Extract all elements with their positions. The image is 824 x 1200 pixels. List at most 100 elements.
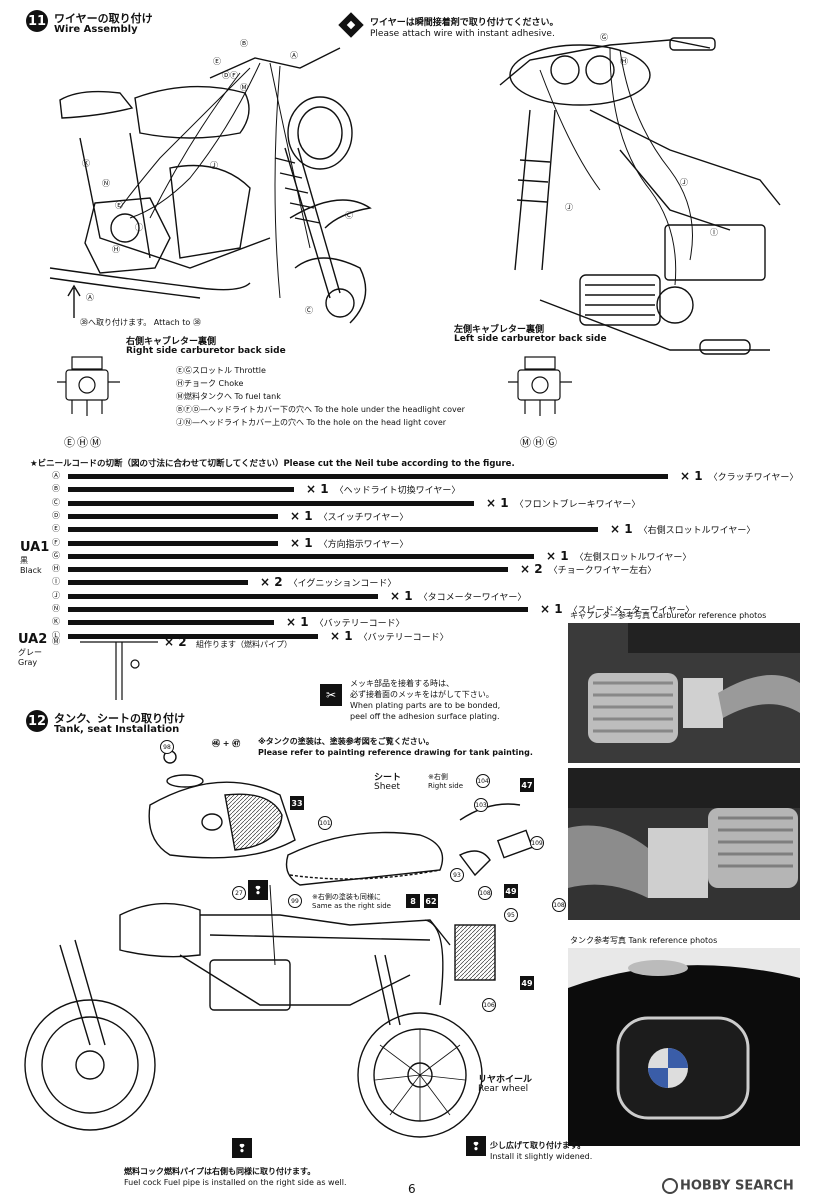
tube-row-desc: 〈クラッチワイヤー〉 — [708, 473, 799, 483]
tube-header: ★ビニールコードの切断（図の寸法に合わせて切断してください）Please cut… — [30, 459, 515, 469]
svg-text:Ⓐ: Ⓐ — [86, 293, 94, 302]
tube-row-count: × 1 — [546, 549, 569, 563]
svg-text:Ⓑ: Ⓑ — [240, 39, 248, 48]
tube-row-desc: 〈スイッチワイヤー〉 — [318, 513, 409, 523]
left-carb-letters: ⓂⒽⒼ — [520, 436, 559, 449]
adhesive-note-jp: ワイヤーは瞬間接着剤で取り付けてください。 — [370, 18, 559, 28]
ua2-count: × 2 — [164, 635, 187, 649]
tube-cut-bar — [68, 554, 534, 559]
right-side-jp: ※右側 — [428, 773, 448, 781]
part-49-b: 49 — [520, 976, 534, 990]
parts-96-97: ㊻ + ㊼ — [212, 739, 241, 748]
right-side-en: Right side — [428, 782, 463, 790]
plating-jp-2: 必ず接着面のメッキをはがして下さい。 — [350, 690, 494, 699]
ua1-color-jp: 黒 — [20, 556, 28, 565]
legend-item: ⒿⓃ—ヘッドライトカバー上の穴へ To the hole on the head… — [176, 418, 447, 427]
plating-en-1: When plating parts are to be bonded, — [350, 701, 501, 710]
tube-row-count: × 1 — [680, 469, 703, 483]
left-carb-title-en: Left side carburetor back side — [454, 334, 607, 344]
tube-row-letter: Ⓒ — [52, 498, 60, 507]
step-11-title-en: Wire Assembly — [54, 24, 138, 35]
tube-row-letter: Ⓙ — [52, 591, 60, 600]
seat-label-jp: シート — [374, 773, 402, 783]
part-106: 106 — [482, 998, 496, 1012]
svg-text:Ⓗ: Ⓗ — [112, 245, 120, 254]
tube-row-desc: 〈タコメーターワイヤー〉 — [418, 593, 527, 603]
right-carb-title-en: Right side carburetor back side — [126, 346, 286, 356]
step-11-number: 11 — [26, 10, 48, 32]
tube-row-letter: Ⓑ — [52, 484, 60, 493]
attach-note: ㊳へ取り付けます。 Attach to ㊳ — [80, 318, 201, 327]
svg-text:Ⓜ: Ⓜ — [240, 83, 248, 92]
part-95: 95 — [504, 908, 518, 922]
rear-wheel-en: Rear wheel — [478, 1084, 529, 1094]
cement-icon-widen: ❢ — [466, 1136, 486, 1156]
tube-row-count: × 1 — [390, 589, 413, 603]
widen-note-jp: 少し広げて取り付けます。 — [490, 1141, 586, 1150]
tube-row-desc: 〈チョークワイヤー左右〉 — [548, 566, 657, 576]
watermark-icon — [662, 1178, 678, 1194]
tube-row-desc: 〈バッテリーコード〉 — [314, 619, 405, 629]
widen-note-en: Install it slightly widened. — [490, 1152, 593, 1161]
fuel-note-jp: 燃料コック燃料パイプは右側も同様に取り付けます。 — [124, 1167, 316, 1176]
plating-jp-1: メッキ部品を接着する時は、 — [350, 679, 454, 688]
tube-cut-bar — [68, 567, 508, 572]
tube-cut-bar — [68, 541, 278, 546]
ua1-code: UA1 — [20, 540, 50, 555]
svg-text:Ⓗ: Ⓗ — [620, 57, 628, 66]
tube-row-desc: 〈イグニッションコード〉 — [288, 579, 397, 589]
adhesive-note-en: Please attach wire with instant adhesive… — [370, 29, 555, 39]
tube-row-count: × 1 — [486, 496, 509, 510]
seat-label-en: Sheet — [374, 782, 401, 792]
carb-photo-caption: キャブレター参考写真 Carburetor reference photos — [570, 611, 767, 620]
part-27: 27 — [232, 886, 246, 900]
tube-cut-bar — [68, 487, 294, 492]
part-104: 104 — [476, 774, 490, 788]
tube-row-info: × 1 〈スイッチワイヤー〉 — [290, 509, 408, 523]
ua2-label: UA2 グレー Gray — [18, 632, 47, 667]
step-12-title-en: Tank, seat Installation — [54, 724, 180, 735]
cement-icon: ❢ — [248, 880, 268, 900]
part-93: 93 — [450, 868, 464, 882]
rear-wheel-jp: リヤホイール — [478, 1075, 533, 1085]
svg-text:Ⓚ: Ⓚ — [82, 159, 90, 168]
paint-note-en: Please refer to painting reference drawi… — [258, 748, 533, 757]
wire-legend: ⒺⒼスロットル Throttle Ⓗチョーク Choke Ⓜ燃料タンクへ To … — [176, 364, 465, 429]
part-62: 62 — [424, 894, 438, 908]
legend-item: Ⓜ燃料タンクへ To fuel tank — [176, 392, 281, 401]
watermark-text: HOBBY SEARCH — [680, 1178, 794, 1194]
tube-row-info: × 2 〈チョークワイヤー左右〉 — [520, 562, 656, 576]
tube-row-info: × 1 〈クラッチワイヤー〉 — [680, 469, 798, 483]
svg-text:Ⓙ: Ⓙ — [680, 178, 688, 187]
tube-cut-bar — [68, 594, 378, 599]
svg-text:Ⓘ: Ⓘ — [710, 228, 718, 237]
ua1-label: UA1 黒 Black — [20, 540, 49, 575]
svg-text:Ⓔ: Ⓔ — [213, 57, 221, 66]
tube-row-letter: Ⓗ — [52, 564, 60, 573]
plating-note: メッキ部品を接着する時は、 必ず接着面のメッキをはがして下さい。 When pl… — [350, 678, 500, 722]
tube-row-info: × 1〈左側スロットルワイヤー〉 — [546, 549, 691, 563]
tube-row-info: × 1〈バッテリーコード〉 — [330, 629, 449, 643]
tube-cut-bar — [68, 474, 668, 479]
ua2-color-jp: グレー — [18, 648, 42, 657]
part-109: 109 — [530, 836, 544, 850]
adhesive-icon — [338, 12, 364, 38]
ua2-code: UA2 — [18, 632, 48, 647]
plating-warning-icon: ✂ — [320, 684, 342, 706]
tube-row-info: × 1〈スピードメーターワイヤー〉 — [540, 602, 694, 616]
fuel-pipe-tee — [80, 641, 158, 700]
tube-row-count: × 1 — [610, 522, 633, 536]
tube-row-desc: 〈右側スロットルワイヤー〉 — [638, 526, 756, 536]
tube-row-count: × 2 — [520, 562, 543, 576]
part-33: 33 — [290, 796, 304, 810]
tube-row-info: × 1〈フロントブレーキワイヤー〉 — [486, 496, 640, 510]
tube-row-count: × 1 — [290, 509, 313, 523]
wire-assembly-right-drawing: ⒼⒽ ⒿⒿⒾ — [499, 33, 781, 355]
tube-row-count: × 1 — [286, 615, 309, 629]
step-12-title-jp: タンク、シートの取り付け — [54, 712, 186, 725]
tube-cut-bar — [68, 580, 248, 585]
svg-text:Ⓝ: Ⓝ — [102, 179, 110, 188]
tube-cut-bar — [68, 607, 528, 612]
tube-row-desc: 〈ヘッドライト切換ワイヤー〉 — [334, 486, 461, 496]
part-47: 47 — [520, 778, 534, 792]
